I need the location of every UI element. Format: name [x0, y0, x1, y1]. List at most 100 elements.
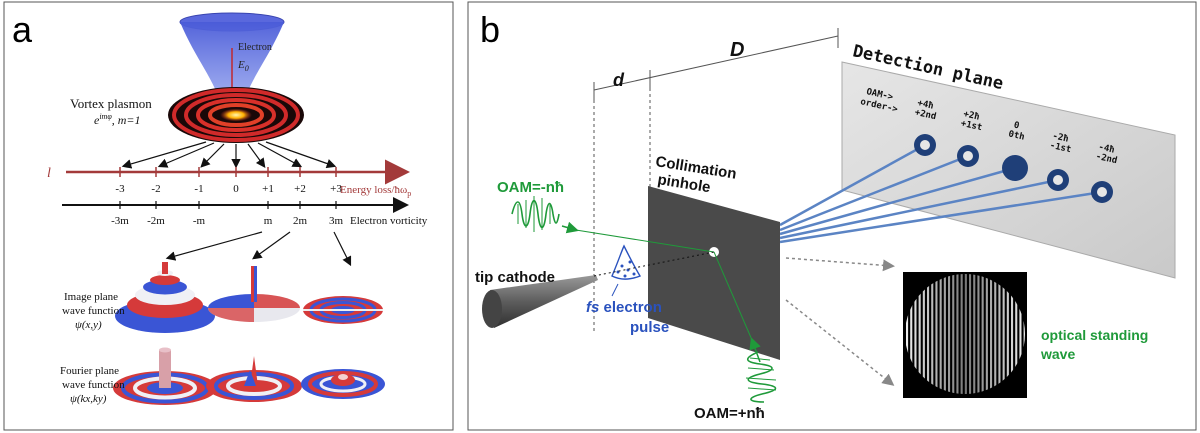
image-plane-line3: ψ(x,y) — [75, 319, 102, 331]
vorticity-label: Electron vorticity — [350, 215, 428, 227]
fringe-line — [994, 274, 997, 394]
pulse-pointer — [611, 283, 619, 297]
oam-in-label: OAM=-nħ — [497, 179, 564, 196]
image-plane-plot-m1 — [115, 262, 215, 333]
column-order: -1st — [1049, 141, 1072, 155]
distance-D-label: D — [730, 39, 744, 61]
image-plane-plot-m3 — [303, 296, 383, 324]
column-order: +1st — [960, 119, 983, 133]
pulse-label-line1: fs electron — [586, 299, 662, 316]
oam-out-label: OAM=+nħ — [694, 405, 765, 422]
fringe-line — [948, 274, 951, 394]
panel-b-letter: b — [480, 9, 500, 50]
vorticity-to-plot-arrows — [165, 231, 352, 267]
column-oam: +2ħ — [962, 109, 980, 122]
vorticity-tick-label: 3m — [329, 215, 344, 227]
fringe-line — [985, 274, 988, 394]
energy-axis-ticks — [119, 167, 337, 177]
fourier-plane-plot-m1 — [113, 347, 217, 405]
column-order: 0th — [1007, 129, 1025, 142]
vortex-plasmon-phase: eimφ, m=1 — [94, 112, 141, 127]
panel-a-letter: a — [12, 9, 33, 50]
incoming-optical-pulse — [511, 196, 560, 232]
fourier-plane-line1: Fourier plane — [60, 365, 119, 377]
energy-loss-label: Energy loss/ħωp — [340, 184, 411, 198]
fringe-line — [1028, 272, 1030, 398]
panel-b-frame — [467, 1, 1197, 431]
cathode-label: tip cathode — [475, 269, 555, 286]
image-plane-line1: Image plane — [64, 291, 118, 303]
standing-wave-fringes — [906, 272, 1030, 398]
fourier-plane-plot-m2 — [206, 356, 302, 402]
fringe-line — [943, 274, 946, 394]
electron-path — [593, 251, 715, 277]
order-columns: +4ħ +2nd +2ħ +1st 0 0th -2ħ -1st -4ħ -2n… — [914, 98, 1118, 166]
fourier-plane-plot-m3 — [301, 369, 385, 399]
electron-cone — [179, 12, 285, 112]
tip-cathode — [482, 275, 598, 328]
plasmon-decay-arrows — [121, 141, 337, 169]
column-oam: +4ħ — [916, 98, 934, 111]
vorticity-tick-label: -3m — [111, 215, 129, 227]
vorticity-axis-ticks — [119, 201, 337, 209]
fringe-line — [998, 274, 1001, 394]
distance-markers — [593, 28, 839, 332]
vorticity-tick-labels: -3m -2m -m m 2m 3m — [111, 215, 343, 227]
electron-pulse — [611, 244, 642, 280]
fringe-line — [1011, 274, 1014, 394]
panel-a: a Electron E0 Vortex plasmon eimφ, m=1 — [3, 1, 454, 431]
collimation-pinhole — [648, 186, 780, 360]
energy-tick-label: +2 — [294, 183, 306, 195]
standing-wave-line2: wave — [1040, 346, 1075, 362]
column-oam: -4ħ — [1097, 142, 1115, 155]
vorticity-tick-label: -2m — [147, 215, 165, 227]
fringe-line — [931, 274, 934, 394]
outgoing-optical-pulse — [745, 351, 777, 403]
fourier-plane-line2: wave function — [62, 379, 125, 391]
fringe-line — [973, 274, 976, 394]
column-oam: -2ħ — [1051, 131, 1069, 144]
pulse-label-line2: pulse — [630, 319, 669, 336]
energy-tick-label: -2 — [151, 183, 160, 195]
vortex-plasmon-title: Vortex plasmon — [70, 96, 152, 111]
fringe-line — [935, 274, 938, 394]
column-order: +2nd — [914, 108, 937, 122]
fringe-line — [960, 274, 963, 394]
energy-tick-label: -1 — [194, 183, 203, 195]
dotted-arrow-lower — [785, 299, 895, 386]
energy-label: E0 — [237, 59, 249, 73]
fringe-line — [964, 274, 967, 394]
electron-label: Electron — [238, 42, 272, 53]
fringe-line — [981, 274, 984, 394]
energy-tick-label: -3 — [115, 183, 125, 195]
vorticity-tick-label: 2m — [293, 215, 308, 227]
fringe-line — [927, 274, 930, 394]
diffracted-beams — [779, 143, 1103, 244]
fringe-line — [939, 274, 942, 394]
panel-b: b d D Detection plane OAM-> order-> +4ħ … — [467, 1, 1197, 431]
column-oam: 0 — [1013, 121, 1020, 132]
energy-tick-labels: -3 -2 -1 0 +1 +2 +3 — [115, 183, 342, 195]
fringe-line — [922, 274, 925, 394]
fringe-line — [952, 274, 955, 394]
outgoing-beam-line — [713, 251, 753, 341]
fringe-line — [918, 274, 921, 394]
detection-spots — [914, 134, 1113, 203]
fringe-line — [906, 274, 909, 394]
axis-l-symbol: l — [47, 166, 51, 181]
column-order: -2nd — [1095, 152, 1118, 166]
fringe-line — [1006, 274, 1009, 394]
fourier-plane-line3: ψ(kx,ky) — [70, 393, 107, 405]
energy-tick-label: +1 — [262, 183, 274, 195]
fringe-line — [1002, 274, 1005, 394]
fringe-line — [1023, 274, 1025, 394]
vorticity-tick-label: -m — [193, 215, 206, 227]
fringe-line — [914, 274, 917, 394]
outgoing-pulse-arrow — [749, 337, 761, 363]
fringe-line — [969, 274, 972, 394]
standing-wave-line1: optical standing — [1041, 327, 1148, 343]
distance-d-label: d — [613, 70, 625, 90]
energy-tick-label: 0 — [233, 183, 239, 195]
